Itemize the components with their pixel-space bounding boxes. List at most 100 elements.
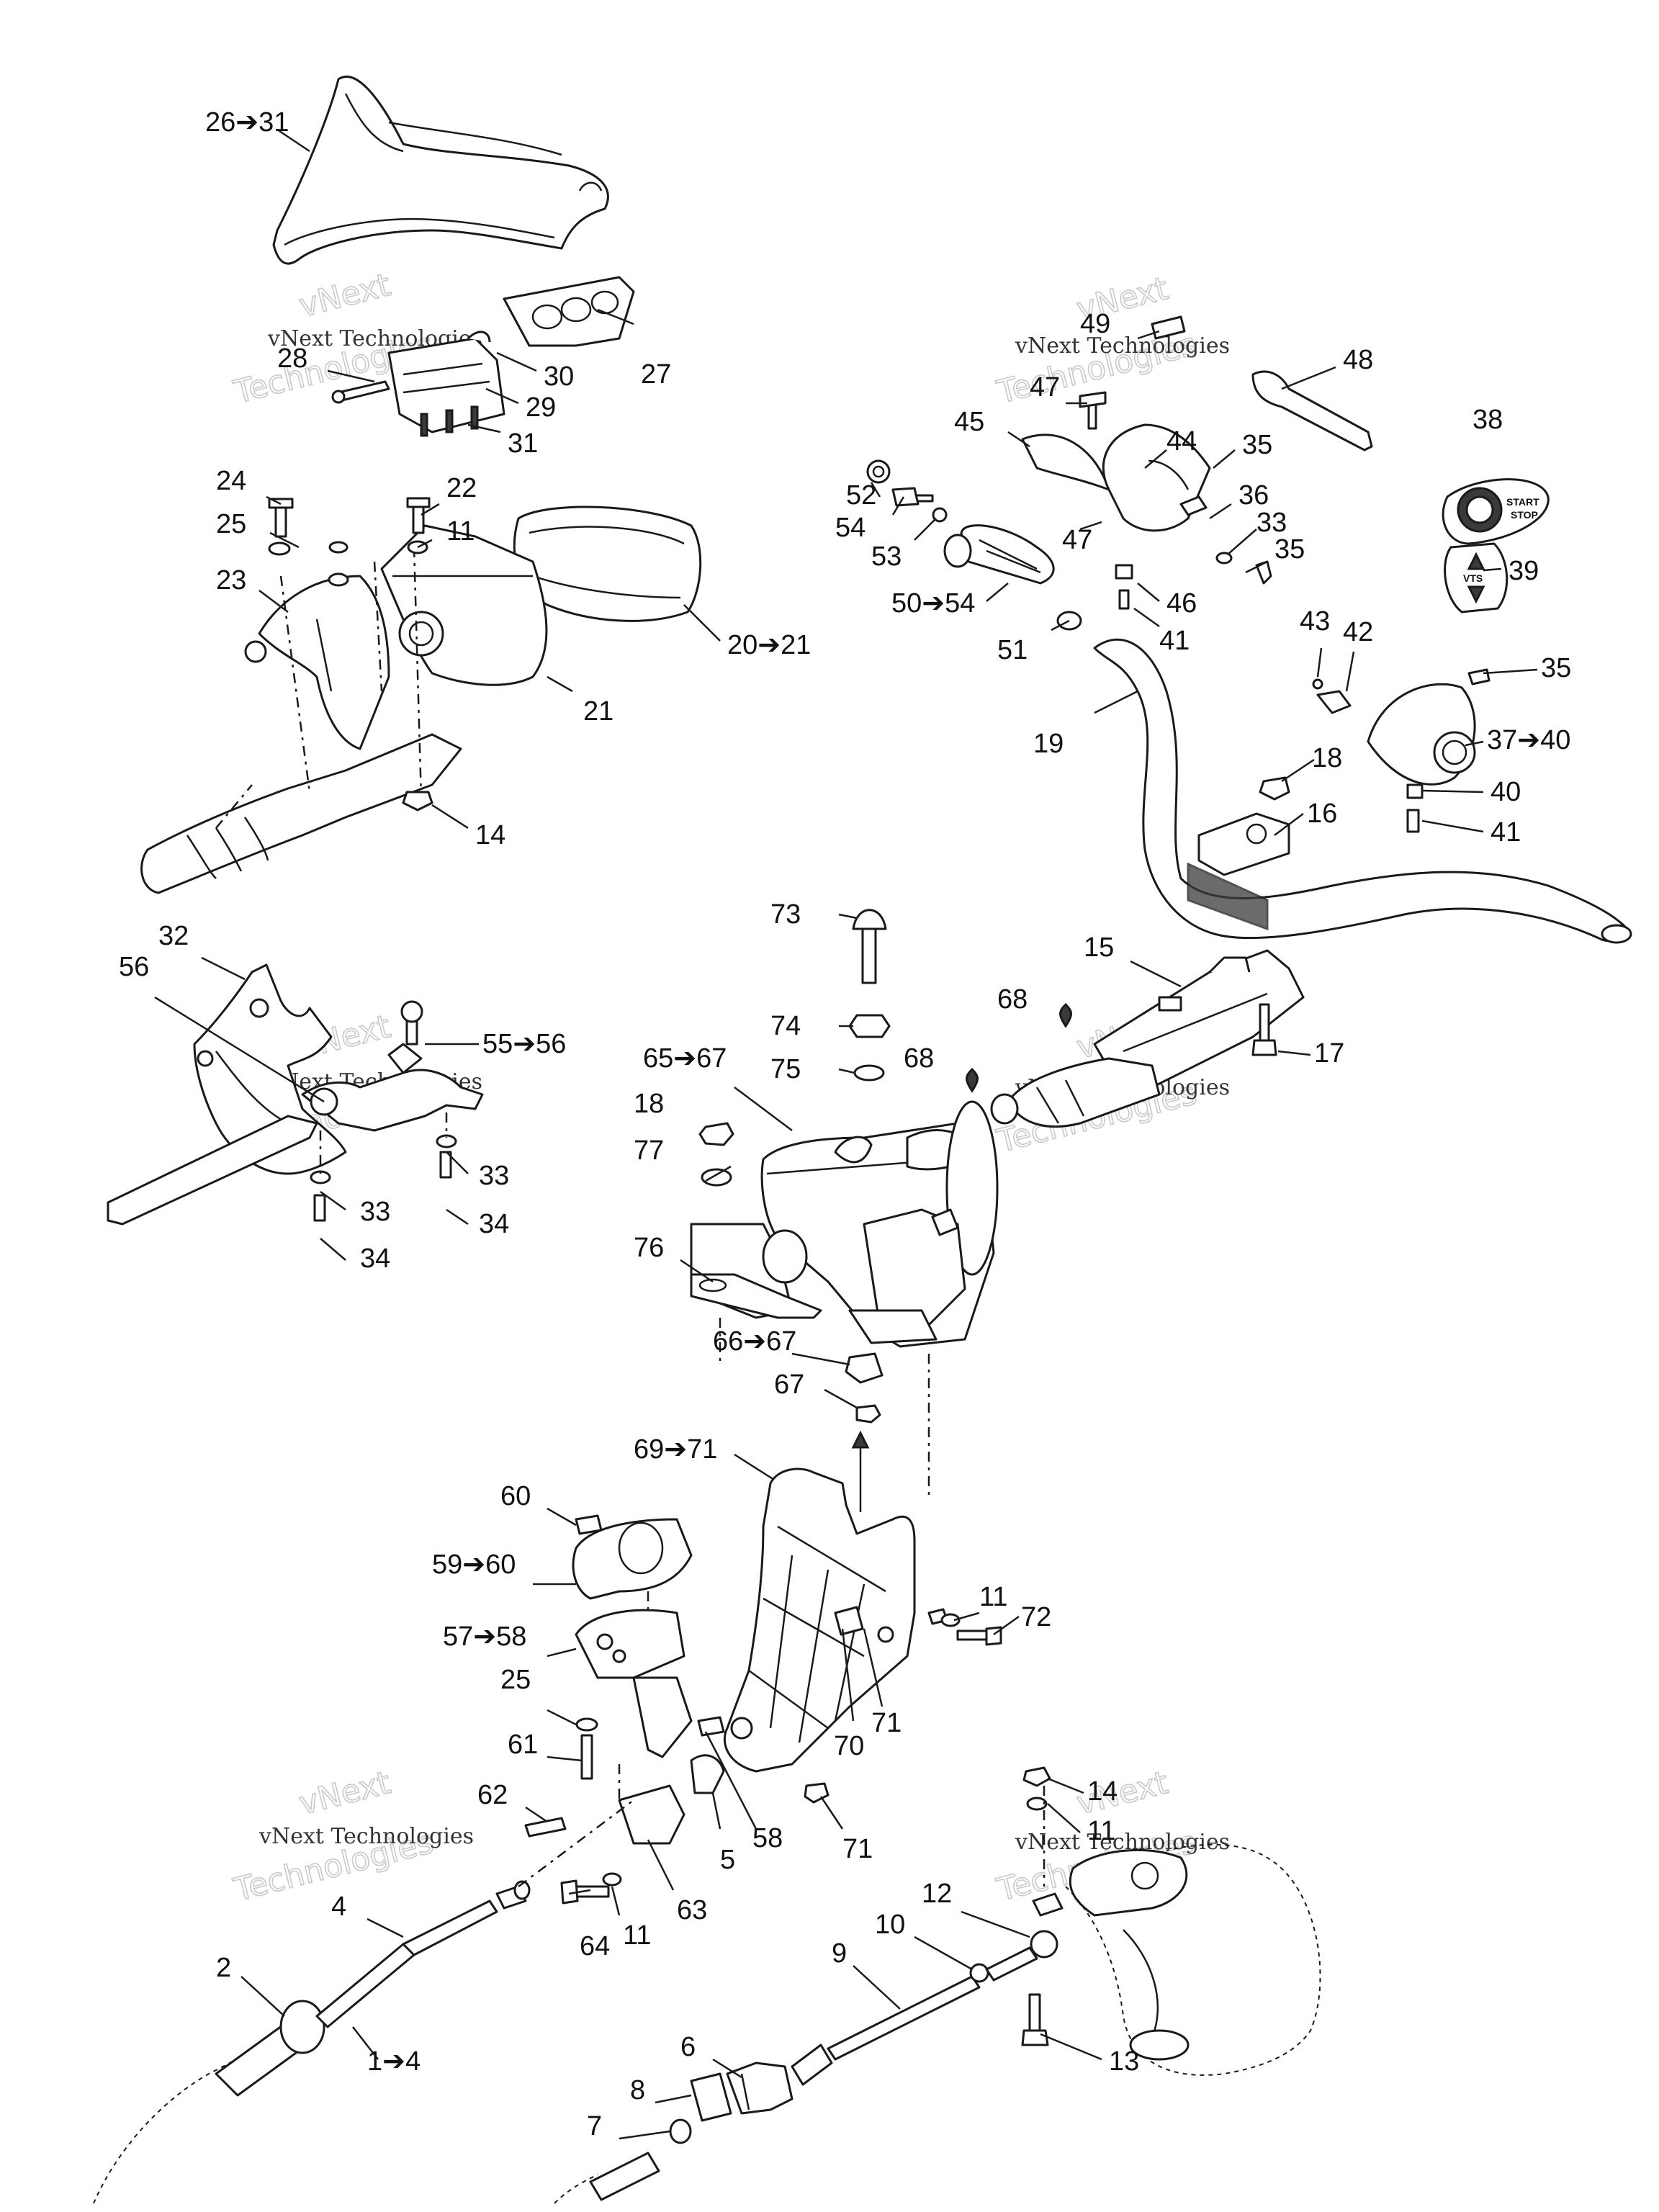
- callout-48: 48: [1343, 345, 1373, 375]
- callout-76: 76: [634, 1233, 664, 1263]
- callout-77: 77: [634, 1136, 664, 1166]
- right-handle-group: [866, 315, 1632, 944]
- callout-36: 36: [1238, 480, 1269, 511]
- callout-75: 75: [770, 1054, 801, 1084]
- pivot-bolt-stack: [848, 909, 891, 1082]
- switch-housing-assembly: [331, 276, 635, 437]
- callout-22: 22: [446, 473, 477, 503]
- callout-34b: 34: [360, 1244, 390, 1274]
- callout-39: 39: [1509, 556, 1539, 586]
- callout-35: 35: [1242, 430, 1272, 460]
- callout-33: 33: [1256, 508, 1287, 538]
- cable-clamps: [524, 1514, 725, 1905]
- vts-text: VTS: [1463, 572, 1483, 584]
- watermark-caption: vNext Technologies: [258, 1824, 474, 1849]
- callout-35c: 35: [1541, 653, 1571, 683]
- callout-13: 13: [1109, 2046, 1139, 2077]
- callout-21: 21: [583, 696, 613, 727]
- callout-20-21: 20➔21: [727, 630, 811, 660]
- callout-57-58: 57➔58: [443, 1622, 526, 1652]
- callout-10: 10: [875, 1910, 905, 1940]
- callout-47: 47: [1030, 372, 1060, 403]
- start-text: START: [1506, 496, 1539, 508]
- callout-28: 28: [277, 343, 307, 374]
- callout-11b: 11: [979, 1582, 1007, 1612]
- callout-42: 42: [1343, 617, 1373, 647]
- throttle-housing: [140, 497, 702, 894]
- start-stop-switch: START STOP: [1442, 478, 1550, 545]
- steering-column: [966, 949, 1305, 1128]
- callout-56: 56: [119, 952, 149, 982]
- callout-68: 68: [997, 984, 1028, 1015]
- callout-51: 51: [997, 635, 1028, 665]
- callout-49: 49: [1080, 309, 1110, 339]
- callout-58: 58: [752, 1823, 783, 1853]
- callout-65-67: 65➔67: [643, 1043, 727, 1074]
- watermark-vnext: vNext: [295, 266, 394, 325]
- callout-32: 32: [158, 921, 189, 951]
- callout-33c: 33: [360, 1197, 390, 1227]
- callout-68b: 68: [904, 1043, 934, 1074]
- callout-69-71: 69➔71: [634, 1434, 717, 1465]
- callout-38: 38: [1473, 405, 1503, 435]
- callout-18b: 18: [634, 1089, 664, 1119]
- callout-71: 71: [871, 1708, 902, 1738]
- callout-7: 7: [587, 2111, 602, 2141]
- callout-1-4: 1➔4: [367, 2046, 421, 2077]
- callout-25b: 25: [500, 1665, 531, 1695]
- callout-27: 27: [641, 359, 671, 390]
- callout-40: 40: [1491, 777, 1521, 807]
- handlebar-cover: [272, 76, 609, 265]
- steering-bracket: [723, 1430, 1002, 1804]
- callout-26-31: 26➔31: [205, 107, 289, 138]
- callout-6: 6: [680, 2032, 696, 2062]
- callout-24: 24: [216, 466, 246, 496]
- callout-37-40: 37➔40: [1487, 725, 1570, 755]
- vts-switch: VTS: [1444, 542, 1509, 613]
- callout-4: 4: [331, 1892, 346, 1922]
- callout-11c: 11: [623, 1920, 651, 1951]
- callout-labels: 26➔31 27 28 29 30 31 24 25 22 11 23 20➔2…: [119, 107, 1571, 2141]
- callout-50-54: 50➔54: [891, 588, 975, 619]
- callout-52: 52: [846, 480, 876, 511]
- callout-25: 25: [216, 509, 246, 539]
- callout-12: 12: [922, 1879, 952, 1909]
- callout-5: 5: [720, 1845, 735, 1875]
- throttle-cable: [93, 1799, 634, 2204]
- callout-33b: 33: [479, 1161, 509, 1191]
- watermark-vnext: vNext: [295, 1764, 394, 1822]
- callout-11d: 11: [1087, 1816, 1115, 1846]
- callout-53: 53: [871, 541, 902, 572]
- callout-19: 19: [1033, 729, 1064, 759]
- callout-23: 23: [216, 565, 246, 595]
- callout-15: 15: [1084, 932, 1114, 963]
- callout-17: 17: [1314, 1038, 1344, 1069]
- callout-47b: 47: [1062, 525, 1092, 555]
- callout-14b: 14: [1087, 1776, 1118, 1807]
- callout-72: 72: [1021, 1602, 1051, 1632]
- callout-67: 67: [774, 1370, 804, 1400]
- callout-46: 46: [1166, 588, 1197, 619]
- callout-14: 14: [475, 820, 505, 850]
- callout-59-60: 59➔60: [432, 1550, 516, 1580]
- callout-74: 74: [770, 1011, 801, 1041]
- callout-16: 16: [1307, 799, 1337, 829]
- callout-70: 70: [834, 1731, 864, 1761]
- callout-44: 44: [1166, 426, 1197, 457]
- callout-60: 60: [500, 1481, 531, 1511]
- steering-support-body: [690, 1100, 999, 1348]
- stop-text: STOP: [1511, 509, 1538, 521]
- callout-64: 64: [580, 1931, 610, 1961]
- callout-55-56: 55➔56: [482, 1029, 566, 1059]
- callout-11: 11: [446, 516, 475, 547]
- watermark-caption: vNext Technologies: [1015, 333, 1230, 359]
- callout-30: 30: [544, 361, 574, 392]
- callout-63: 63: [677, 1895, 707, 1925]
- callout-2: 2: [216, 1953, 231, 1983]
- callout-9: 9: [832, 1938, 847, 1969]
- callout-61: 61: [508, 1730, 538, 1760]
- callout-66-67: 66➔67: [713, 1326, 796, 1357]
- callout-71b: 71: [842, 1834, 873, 1864]
- callout-43: 43: [1300, 606, 1330, 637]
- callout-73: 73: [770, 899, 801, 930]
